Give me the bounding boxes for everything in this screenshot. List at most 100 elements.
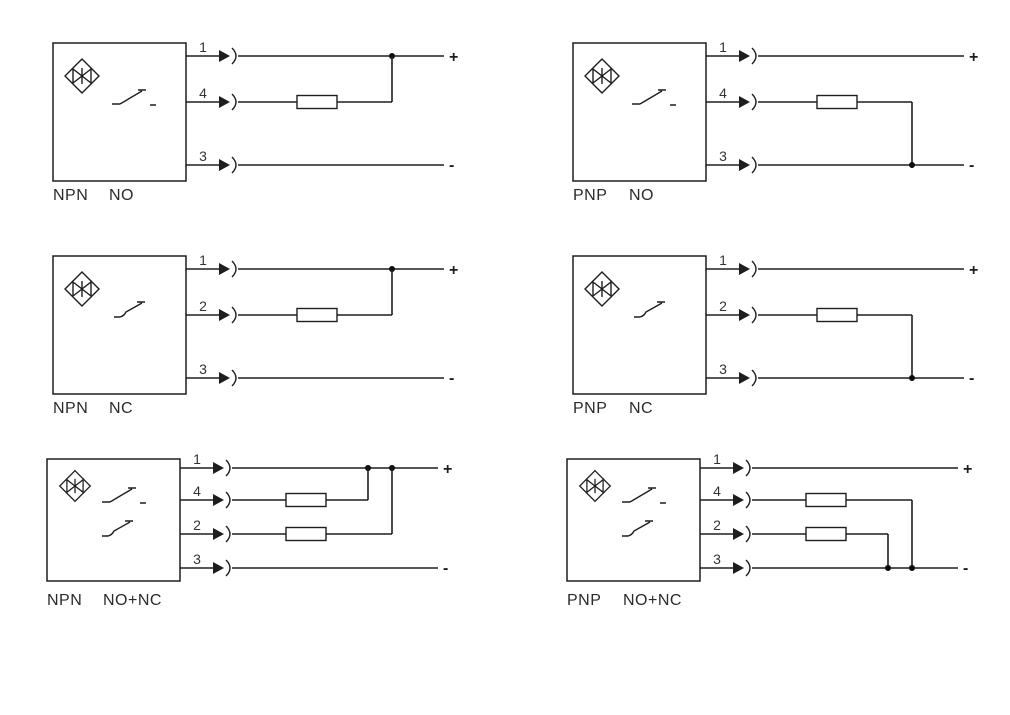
pin-number: 1 (193, 452, 201, 467)
pin-number: 1 (719, 255, 727, 268)
quick-connector-icon (218, 93, 237, 111)
pin-number: 3 (713, 551, 721, 567)
pin-number: 4 (719, 85, 727, 101)
quick-connector-icon (218, 369, 237, 387)
load-resistor (285, 526, 327, 542)
contact-mode-label: NC (629, 400, 653, 417)
wire (857, 314, 913, 378)
pin-4-line: 4 (186, 56, 393, 111)
quick-connector-icon (218, 260, 237, 278)
pin-number: 3 (193, 551, 201, 567)
diagram-pnp-no-nc: 1 + 4 2 (566, 451, 1010, 623)
pin-3-line: 3 - (706, 361, 974, 387)
positive-terminal: + (443, 461, 452, 478)
sensor-body (52, 255, 187, 395)
pin-1-line: 1 + (180, 451, 452, 478)
load-resistor (816, 307, 858, 323)
wire (326, 468, 393, 535)
pin-1-line: 1 + (700, 451, 972, 478)
positive-terminal: + (969, 49, 978, 66)
quick-connector-icon (218, 156, 237, 174)
negative-terminal: - (449, 157, 454, 174)
quick-connector-icon (218, 47, 237, 65)
pin-number: 2 (193, 517, 201, 533)
wire (846, 533, 889, 568)
negative-terminal: - (443, 560, 448, 577)
pin-1-line: 1 + (706, 39, 978, 66)
pin-number: 1 (199, 42, 207, 55)
contact-mode-label: NO+NC (103, 592, 162, 609)
pin-number: 2 (713, 517, 721, 533)
pin-3-line: 3 - (706, 148, 974, 174)
pin-3-line: 3 - (180, 551, 448, 577)
quick-connector-icon (732, 559, 751, 577)
quick-connector-icon (212, 459, 231, 477)
pin-number: 4 (193, 483, 201, 499)
negative-terminal: - (449, 370, 454, 387)
pin-number: 2 (199, 298, 207, 314)
pin-4-line: 4 (700, 483, 913, 568)
output-type-label: NPN (47, 592, 82, 609)
pin-number: 4 (713, 483, 721, 499)
output-type-label: PNP (567, 592, 601, 609)
junction-dot (909, 375, 915, 381)
wire (326, 468, 369, 501)
pin-number: 1 (719, 42, 727, 55)
pin-1-line: 1 + (706, 252, 978, 279)
quick-connector-icon (738, 47, 757, 65)
pin-1-line: 1 + (186, 252, 458, 279)
positive-terminal: + (969, 262, 978, 279)
output-type-label: PNP (573, 400, 607, 417)
positive-terminal: + (449, 49, 458, 66)
pin-number: 3 (199, 361, 207, 377)
pin-3-line: 3 - (700, 551, 968, 577)
quick-connector-icon (212, 491, 231, 509)
negative-terminal: - (963, 560, 968, 577)
junction-dot (909, 565, 915, 571)
quick-connector-icon (218, 306, 237, 324)
quick-connector-icon (212, 525, 231, 543)
pin-number: 4 (199, 85, 207, 101)
pin-number: 3 (719, 361, 727, 377)
pin-2-line: 2 (700, 517, 889, 568)
diagram-pnp-no: 1 + 4 3 - PNP NO (572, 39, 1010, 219)
quick-connector-icon (738, 369, 757, 387)
positive-terminal: + (449, 262, 458, 279)
load-resistor (805, 492, 847, 508)
quick-connector-icon (732, 525, 751, 543)
sensor-body (46, 458, 181, 582)
output-type-label: PNP (573, 187, 607, 204)
load-resistor (296, 94, 338, 110)
pin-1-line: 1 + (186, 39, 458, 66)
output-type-label: NPN (53, 187, 88, 204)
load-resistor (285, 492, 327, 508)
diagram-npn-no-nc: 1 + 4 2 3 (46, 451, 491, 623)
contact-mode-label: NO+NC (623, 592, 682, 609)
load-resistor (805, 526, 847, 542)
negative-terminal: - (969, 157, 974, 174)
pin-number: 3 (199, 148, 207, 164)
pin-3-line: 3 - (186, 148, 454, 174)
diagram-npn-no: 1 + 4 3 - NPN NO (52, 39, 497, 219)
quick-connector-icon (738, 260, 757, 278)
wire (337, 56, 393, 103)
load-resistor (816, 94, 858, 110)
quick-connector-icon (738, 306, 757, 324)
pin-number: 1 (713, 452, 721, 467)
diagram-pnp-nc: 1 + 2 3 - PNP NC (572, 252, 1010, 432)
pin-number: 2 (719, 298, 727, 314)
contact-mode-label: NO (109, 187, 134, 204)
wire (846, 499, 913, 568)
load-resistor (296, 307, 338, 323)
sensor-body (572, 42, 707, 182)
pin-number: 3 (719, 148, 727, 164)
junction-dot (885, 565, 891, 571)
sensor-body (52, 42, 187, 182)
sensor-body (572, 255, 707, 395)
quick-connector-icon (732, 459, 751, 477)
negative-terminal: - (969, 370, 974, 387)
positive-terminal: + (963, 461, 972, 478)
quick-connector-icon (732, 491, 751, 509)
diagram-npn-nc: 1 + 2 3 - NPN NC (52, 252, 497, 432)
contact-mode-label: NO (629, 187, 654, 204)
